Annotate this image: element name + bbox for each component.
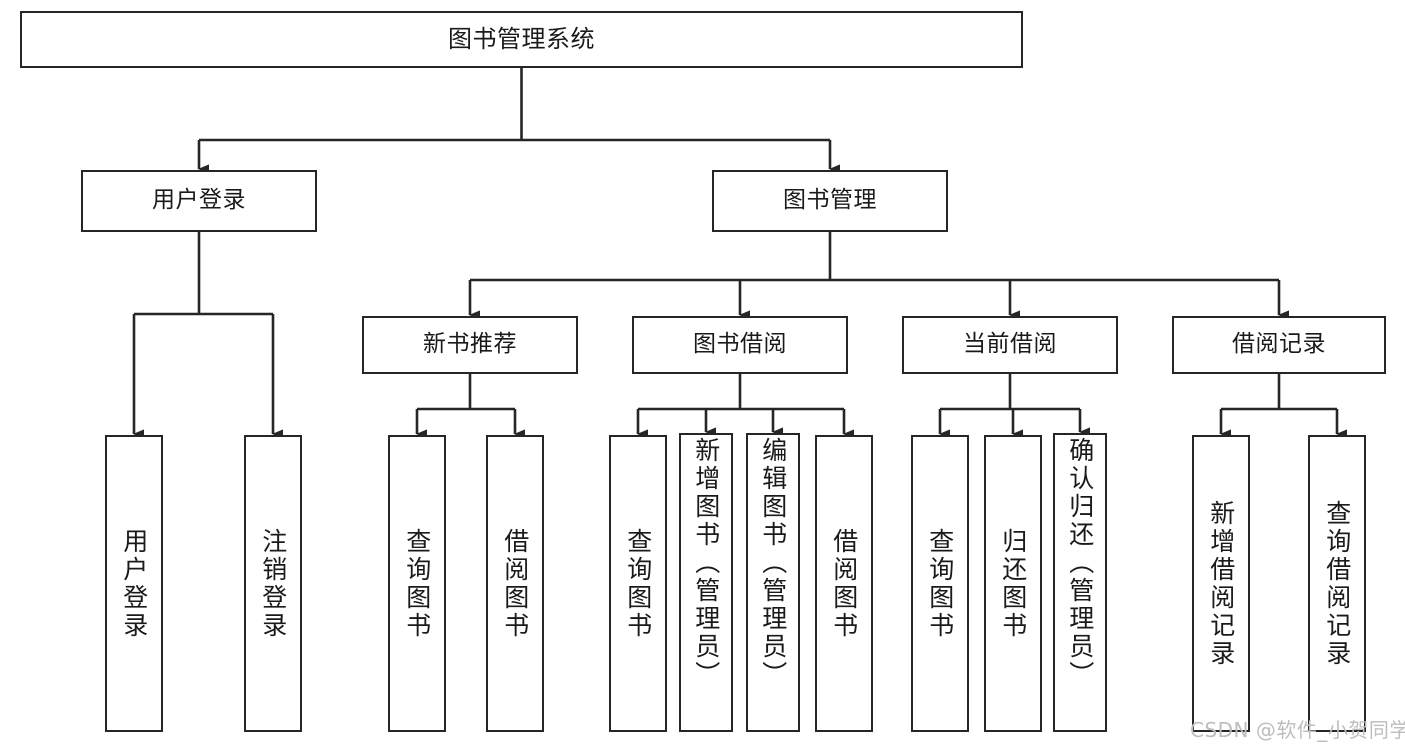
leaf-logout[interactable]: 注销登录 <box>244 435 302 732</box>
node-borrow-record[interactable]: 借阅记录 <box>1172 316 1386 374</box>
leaf-query-book-1[interactable]: 查询图书 <box>388 435 446 732</box>
node-label: 新书推荐 <box>423 331 517 358</box>
leaf-return-book[interactable]: 归还图书 <box>984 435 1042 732</box>
node-book-borrow[interactable]: 图书借阅 <box>632 316 848 374</box>
leaf-confirm-return-admin[interactable]: 确认归还（管理员） <box>1053 433 1107 732</box>
node-label: 图书管理 <box>783 187 877 214</box>
node-root[interactable]: 图书管理系统 <box>20 11 1023 68</box>
node-label: 查询图书 <box>925 527 955 640</box>
leaf-edit-book-admin[interactable]: 编辑图书（管理员） <box>746 433 800 732</box>
node-label: 编辑图书（管理员） <box>758 437 788 689</box>
leaf-query-book-2[interactable]: 查询图书 <box>609 435 667 732</box>
node-label: 图书管理系统 <box>448 25 595 54</box>
leaf-add-book-admin[interactable]: 新增图书（管理员） <box>679 433 733 732</box>
node-user-login[interactable]: 用户登录 <box>81 170 317 232</box>
leaf-add-borrow-record[interactable]: 新增借阅记录 <box>1192 435 1250 732</box>
node-label: 注销登录 <box>258 527 288 640</box>
node-label: 当前借阅 <box>963 331 1057 358</box>
node-label: 用户登录 <box>119 527 149 640</box>
node-label: 确认归还（管理员） <box>1065 437 1095 689</box>
node-label: 归还图书 <box>998 527 1028 640</box>
node-book-manage[interactable]: 图书管理 <box>712 170 948 232</box>
node-label: 查询借阅记录 <box>1322 499 1352 668</box>
node-label: 借阅图书 <box>829 527 859 640</box>
node-label: 查询图书 <box>623 527 653 640</box>
leaf-query-borrow-record[interactable]: 查询借阅记录 <box>1308 435 1366 732</box>
node-label: 借阅图书 <box>500 527 530 640</box>
leaf-query-book-3[interactable]: 查询图书 <box>911 435 969 732</box>
node-label: 新增借阅记录 <box>1206 499 1236 668</box>
leaf-borrow-book-2[interactable]: 借阅图书 <box>815 435 873 732</box>
node-new-book-recommend[interactable]: 新书推荐 <box>362 316 578 374</box>
leaf-borrow-book-1[interactable]: 借阅图书 <box>486 435 544 732</box>
node-label: 查询图书 <box>402 527 432 640</box>
node-label: 新增图书（管理员） <box>691 437 721 689</box>
node-current-borrow[interactable]: 当前借阅 <box>902 316 1118 374</box>
watermark: CSDN @软件_小贺同学 <box>1190 718 1405 742</box>
node-label: 图书借阅 <box>693 331 787 358</box>
leaf-user-login[interactable]: 用户登录 <box>105 435 163 732</box>
node-label: 借阅记录 <box>1232 331 1326 358</box>
node-label: 用户登录 <box>152 187 246 214</box>
